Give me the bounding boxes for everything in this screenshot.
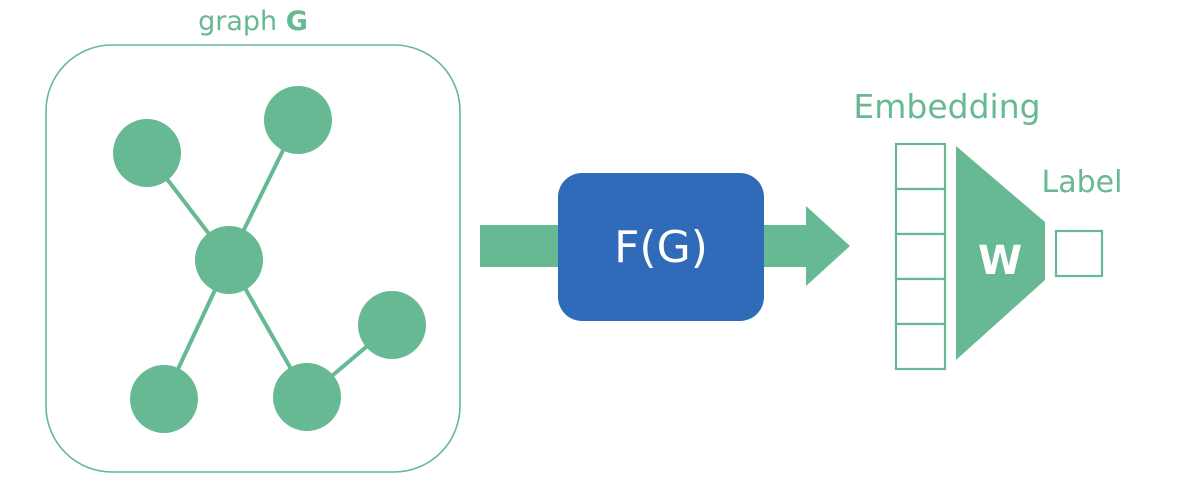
weight-layer xyxy=(956,146,1045,360)
graph-title: graph G xyxy=(198,6,308,37)
graph-node xyxy=(264,86,332,154)
graph-node xyxy=(358,291,426,359)
graph-node xyxy=(130,365,198,433)
flow-arrow-head xyxy=(806,206,850,286)
function-box xyxy=(558,173,764,321)
graph-panel xyxy=(45,44,461,473)
graph-node xyxy=(195,226,263,294)
embedding-cell xyxy=(894,322,947,371)
graph-node xyxy=(113,119,181,187)
flow-arrow-shaft-left xyxy=(480,225,570,267)
weight-label: W xyxy=(978,238,1022,284)
graph-title-text: graph xyxy=(198,6,286,37)
embedding-vector xyxy=(894,142,947,371)
embedding-label: Embedding xyxy=(853,87,1040,126)
embedding-cell xyxy=(894,232,947,281)
function-label: F(G) xyxy=(614,222,708,273)
output-label: Label xyxy=(1042,165,1123,200)
graph-node xyxy=(273,363,341,431)
output-cell xyxy=(1054,229,1104,278)
embedding-cell xyxy=(894,142,947,191)
graph-edges xyxy=(145,118,394,401)
graph-nodes xyxy=(113,86,426,433)
graph-title-symbol: G xyxy=(286,6,308,37)
embedding-cell xyxy=(894,187,947,236)
embedding-cell xyxy=(894,277,947,326)
